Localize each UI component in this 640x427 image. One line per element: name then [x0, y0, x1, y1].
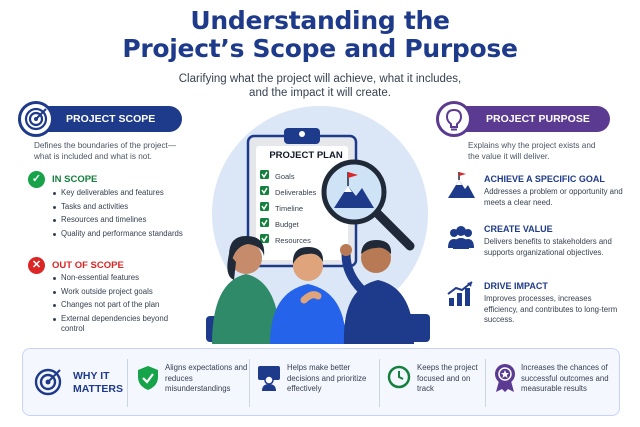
lightbulb-icon [436, 101, 472, 137]
purpose-point-text: Addresses a problem or opportunity and m… [484, 187, 623, 207]
in-scope-title: IN SCOPE [52, 174, 98, 185]
why-item: Keeps the project focused and on track [387, 349, 497, 417]
project-purpose-header: PROJECT PURPOSE [436, 101, 610, 137]
plan-item-deliverables: Deliverables [275, 188, 317, 197]
purpose-point-title: DRIVE IMPACT [484, 281, 548, 291]
subtitle-line2: and the impact it will create. [249, 87, 391, 99]
divider [485, 359, 486, 407]
project-purpose-label: PROJECT PURPOSE [486, 113, 590, 125]
list-item: Resources and timelines [52, 215, 192, 226]
target-icon [34, 368, 62, 396]
why-item: Increases the chances of successful outc… [493, 349, 619, 417]
mountain-flag-icon [448, 172, 475, 198]
people-icon [448, 226, 474, 249]
why-item-text: Keeps the project focused and on track [417, 363, 478, 393]
project-scope-label: PROJECT SCOPE [66, 113, 156, 125]
purpose-point-title: ACHIEVE A SPECIFIC GOAL [484, 174, 605, 184]
why-item-text: Aligns expectations and reduces misunder… [165, 363, 248, 393]
project-plan-title: PROJECT PLAN [269, 150, 343, 161]
divider [249, 359, 250, 407]
why-item: Helps make better decisions and prioriti… [257, 349, 377, 417]
out-of-scope-list: Non-essential features Work outside proj… [52, 273, 192, 338]
check-icon: ✓ [28, 171, 45, 188]
plan-item-resources: Resources [275, 236, 311, 245]
subtitle-line1: Clarifying what the project will achieve… [178, 73, 462, 85]
why-item: Aligns expectations and reduces misunder… [137, 349, 252, 417]
in-scope-list: Key deliverables and features Tasks and … [52, 188, 192, 242]
purpose-point-text: Improves processes, increases efficiency… [484, 294, 618, 324]
list-item: External dependencies beyond control [52, 314, 192, 335]
award-icon [495, 364, 515, 392]
plan-item-timeline: Timeline [275, 204, 304, 213]
list-item: Quality and performance standards [52, 229, 192, 240]
why-it-matters-header: WHY IT MATTERS [33, 349, 143, 417]
project-scope-header: PROJECT SCOPE [18, 101, 182, 137]
clock-icon [387, 365, 411, 389]
purpose-description: Explains why the project exists and the … [468, 141, 596, 161]
list-item: Non-essential features [52, 273, 192, 284]
target-icon [18, 101, 54, 137]
growth-chart-icon [447, 281, 473, 306]
why-item-text: Increases the chances of successful outc… [521, 363, 609, 393]
why-it-matters-panel: WHY IT MATTERS Aligns expectations and r… [22, 348, 620, 416]
team-planning-illustration [206, 106, 430, 344]
page-title-line2: Project’s Scope and Purpose [122, 34, 518, 63]
shield-check-icon [138, 366, 158, 390]
out-of-scope-title: OUT OF SCOPE [52, 260, 124, 271]
x-icon: ✕ [28, 257, 45, 274]
list-item: Work outside project goals [52, 287, 192, 298]
list-item: Changes not part of the plan [52, 300, 192, 311]
plan-item-budget: Budget [275, 220, 299, 229]
page-title-line1: Understanding the [190, 6, 450, 35]
scope-description: Defines the boundaries of the project— w… [34, 141, 177, 161]
presenter-icon [258, 366, 280, 391]
why-title-line1: WHY IT [73, 370, 110, 382]
divider [127, 359, 128, 407]
divider [379, 359, 380, 407]
list-item: Key deliverables and features [52, 188, 192, 199]
why-title-line2: MATTERS [73, 383, 123, 395]
plan-item-goals: Goals [275, 172, 295, 181]
purpose-point-text: Delivers benefits to stakeholders and su… [484, 237, 612, 257]
plan-checklist: Goals Deliverables Timeline Budget Resou… [275, 169, 316, 249]
purpose-point-title: CREATE VALUE [484, 224, 553, 234]
why-item-text: Helps make better decisions and prioriti… [287, 363, 367, 393]
list-item: Tasks and activities [52, 202, 192, 213]
